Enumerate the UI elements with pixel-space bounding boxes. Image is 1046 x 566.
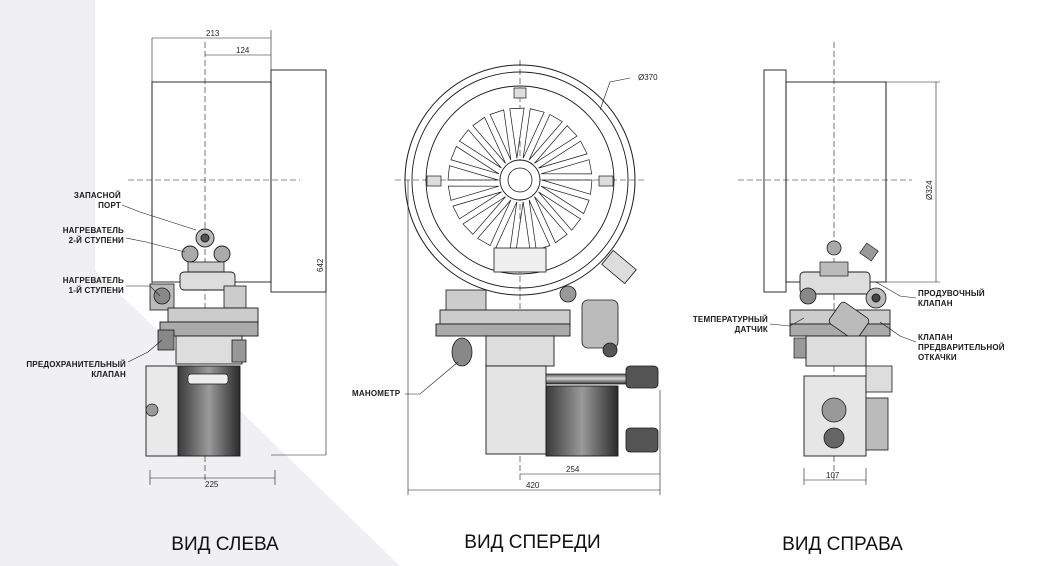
fan-blade	[447, 165, 499, 181]
label-spare-port-1: ЗАПАСНОЙ	[74, 191, 121, 200]
dim-642: 642	[316, 258, 325, 272]
fan-blade	[538, 140, 588, 169]
fan-blade	[489, 109, 512, 161]
label-heater2-1: НАГРЕВАТЕЛЬ	[63, 226, 124, 235]
label-temp-1: ТЕМПЕРАТУРНЫЙ	[693, 315, 768, 324]
label-spare-port-2: ПОРТ	[98, 201, 121, 210]
dim-254: 254	[566, 465, 580, 474]
fan-blade	[452, 191, 502, 220]
fan-blade	[538, 191, 582, 231]
dim-213: 213	[206, 29, 220, 38]
fan-blade	[540, 185, 590, 215]
left-view	[121, 30, 327, 485]
title-left-view: ВИД СЛЕВА	[171, 534, 279, 555]
title-right-view: ВИД СПРАВА	[782, 534, 903, 555]
label-rough-2: ПРЕДВАРИТЕЛЬНОЙ	[918, 343, 1005, 352]
front-view	[395, 60, 661, 495]
fan-blade	[522, 108, 545, 159]
right-view	[738, 42, 940, 485]
label-purge-1: ПРОДУВОЧНЫЙ	[918, 289, 985, 298]
title-front-view: ВИД СПЕРЕДИ	[464, 532, 601, 553]
fan-blades	[447, 107, 593, 253]
fan-blade	[534, 196, 568, 244]
dim-124: 124	[236, 46, 250, 55]
label-relief-1: ПРЕДОХРАНИТЕЛЬНЫЙ	[26, 360, 126, 369]
label-relief-2: КЛАПАН	[91, 370, 126, 379]
label-heater2-2: 2-Й СТУПЕНИ	[69, 236, 124, 245]
fan-blade	[447, 185, 499, 201]
fan-blade	[450, 145, 500, 175]
dim-107: 107	[826, 471, 840, 480]
fan-blade	[541, 159, 593, 175]
label-heater1-1: НАГРЕВАТЕЛЬ	[63, 276, 124, 285]
dim-420: 420	[526, 481, 540, 490]
label-rough-3: ОТКАЧКИ	[918, 353, 957, 362]
fan-blade	[477, 199, 512, 246]
fan-blade	[472, 116, 506, 164]
dim-225: 225	[205, 480, 219, 489]
fan-blade	[509, 107, 525, 159]
fan-blade	[528, 114, 563, 161]
fan-blade	[458, 129, 502, 169]
label-purge-2: КЛАПАН	[918, 299, 953, 308]
label-temp-2: ДАТЧИК	[735, 325, 768, 334]
fan-blade	[515, 201, 531, 253]
dim-d370: Ø370	[638, 73, 658, 82]
label-gauge: МАНОМЕТР	[352, 389, 401, 398]
background-shade	[0, 0, 400, 566]
dim-d324: Ø324	[925, 180, 934, 200]
label-heater1-2: 1-Й СТУПЕНИ	[69, 286, 124, 295]
fan-blade	[534, 125, 578, 164]
label-rough-1: КЛАПАН	[918, 333, 953, 342]
fan-blade	[462, 196, 506, 235]
fan-blade	[541, 179, 593, 195]
